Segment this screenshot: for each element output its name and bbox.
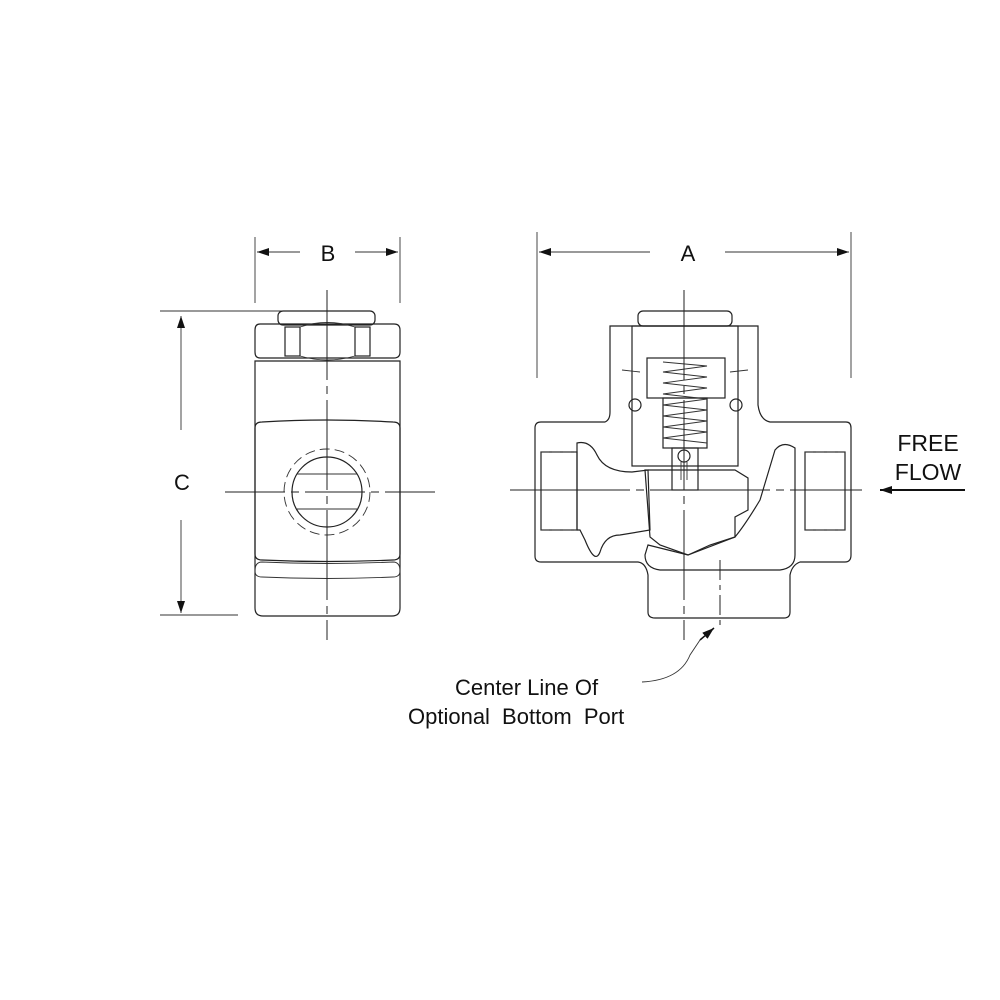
dim-b-label: B <box>321 241 336 266</box>
free-flow-label-line1: FREE <box>897 430 958 456</box>
section-view: A <box>408 232 965 729</box>
note-line1: Center Line Of <box>455 675 599 700</box>
dimension-b: B <box>254 237 401 303</box>
spring <box>662 361 708 444</box>
bottom-port-note: Center Line Of Optional Bottom Port <box>408 627 715 729</box>
valve-body-section <box>534 310 852 619</box>
free-flow-label-line2: FLOW <box>895 459 962 485</box>
dim-a-label: A <box>681 241 696 266</box>
side-view: B C <box>160 237 435 640</box>
note-line2: Optional Bottom Port <box>408 704 624 729</box>
dim-c-label: C <box>174 470 190 495</box>
dimension-a: A <box>536 232 852 378</box>
dimension-c: C <box>160 310 300 616</box>
free-flow-indicator: FREE FLOW <box>880 430 965 494</box>
